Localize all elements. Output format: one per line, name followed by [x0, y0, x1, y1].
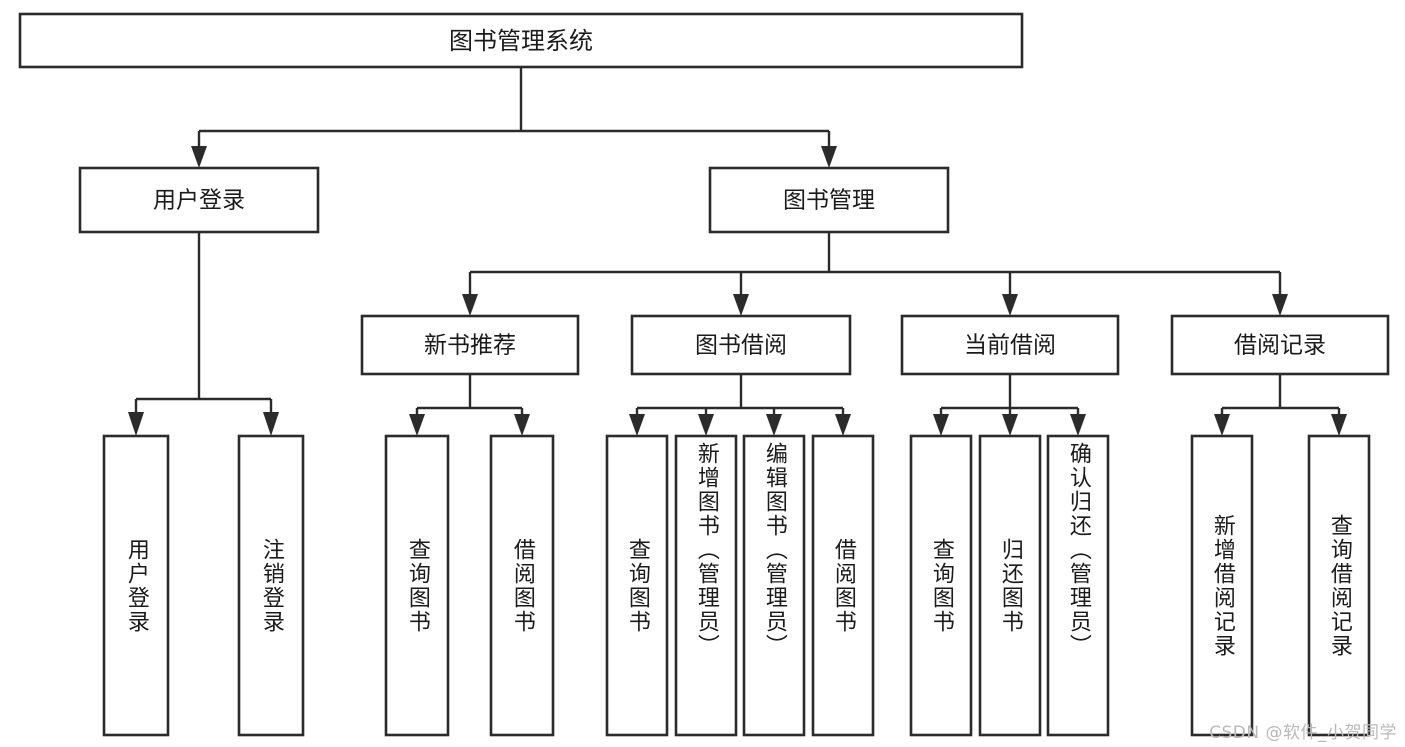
arrow-book-borrow [733, 294, 749, 316]
node-leaf-add-book-box[interactable] [674, 434, 738, 737]
node-current-borrow[interactable]: 当前借阅 [900, 314, 1120, 376]
node-leaf-edit-book-box[interactable] [742, 434, 806, 737]
node-root-label: 图书管理系统 [449, 27, 593, 55]
arrow-leaf-user-login [128, 412, 144, 436]
node-book-borrow[interactable]: 图书借阅 [630, 314, 852, 376]
arrow-leaf-add-book [698, 414, 714, 436]
arrow-new-book-recommend [462, 294, 478, 316]
arrow-current-borrow [1002, 294, 1018, 316]
arrow-leaf-confirm-return [1070, 414, 1086, 436]
arrow-leaf-query-book-1 [409, 414, 425, 436]
arrow-user-login [191, 146, 207, 168]
arrow-book-manage [821, 146, 837, 168]
node-leaf-query-book-1-box[interactable] [384, 434, 450, 737]
node-book-borrow-label: 图书借阅 [695, 333, 787, 359]
arrow-leaf-query-book-3 [933, 414, 949, 436]
node-new-book-recommend-box[interactable] [360, 314, 580, 376]
node-leaf-logout-login-box[interactable] [237, 434, 305, 737]
node-borrow-record-box[interactable] [1170, 314, 1390, 376]
arrow-leaf-return-book [1002, 414, 1018, 436]
node-borrow-record-label: 借阅记录 [1234, 333, 1326, 359]
node-leaf-confirm-return-box[interactable] [1046, 434, 1110, 737]
node-new-book-recommend-label: 新书推荐 [424, 333, 516, 359]
node-leaf-borrow-book-2-box[interactable] [811, 434, 875, 737]
connector-layer [128, 67, 1347, 436]
node-user-login[interactable]: 用户登录 [78, 166, 320, 234]
node-book-manage-box[interactable] [708, 166, 950, 234]
arrow-leaf-borrow-book-1 [514, 414, 530, 436]
arrow-borrow-record [1272, 294, 1288, 316]
node-leaf-add-record-box[interactable] [1190, 434, 1254, 737]
node-leaf-query-book-3-box[interactable] [909, 434, 973, 737]
arrow-leaf-edit-book [766, 414, 782, 436]
arrow-leaf-query-record [1331, 414, 1347, 436]
node-root[interactable]: 图书管理系统 [18, 12, 1024, 69]
node-current-borrow-label: 当前借阅 [964, 333, 1056, 359]
node-leaf-return-book-box[interactable] [978, 434, 1042, 737]
node-user-login-box[interactable] [78, 166, 320, 234]
node-book-borrow-box[interactable] [630, 314, 852, 376]
csdn-watermark: CSDN @软件_小贺同学 [1209, 723, 1397, 743]
node-borrow-record[interactable]: 借阅记录 [1170, 314, 1390, 376]
arrow-leaf-borrow-book-2 [835, 414, 851, 436]
arrow-leaf-logout-login [263, 412, 279, 436]
node-new-book-recommend[interactable]: 新书推荐 [360, 314, 580, 376]
node-leaf-query-record-box[interactable] [1307, 434, 1371, 737]
node-book-manage-label: 图书管理 [783, 188, 875, 214]
node-root-box[interactable] [18, 12, 1024, 69]
arrow-leaf-add-record [1214, 414, 1230, 436]
arrow-leaf-query-book-2 [629, 414, 645, 436]
node-leaf-query-book-2-box[interactable] [605, 434, 669, 737]
node-current-borrow-box[interactable] [900, 314, 1120, 376]
node-book-manage[interactable]: 图书管理 [708, 166, 950, 234]
node-leaf-borrow-book-1-box[interactable] [489, 434, 555, 737]
node-leaf-user-login-box[interactable] [102, 434, 170, 737]
node-user-login-label: 用户登录 [153, 188, 245, 214]
